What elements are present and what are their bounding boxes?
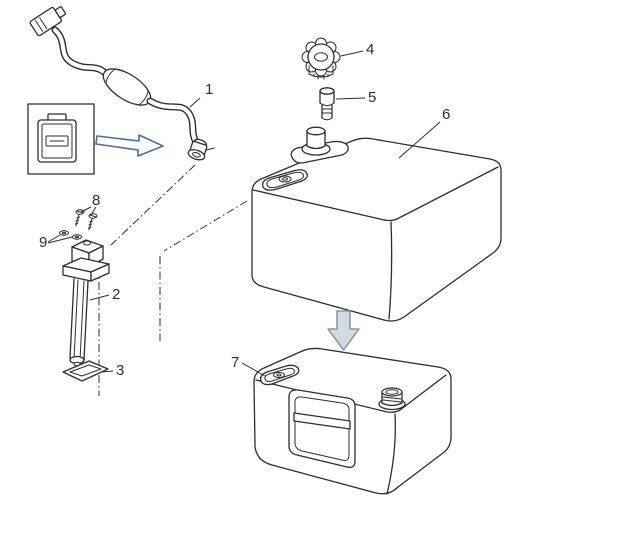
part-label-3: 3 xyxy=(116,362,124,379)
part-label-9: 9 xyxy=(39,234,47,251)
part-label-4: 4 xyxy=(366,41,374,58)
mounting-screws xyxy=(74,209,98,231)
cap-insert-fitting xyxy=(319,87,335,121)
handle-recess xyxy=(288,389,356,469)
leader-lines xyxy=(47,50,441,377)
fuel-tank-bottom-view xyxy=(253,347,452,495)
engine-connector-plug xyxy=(29,6,67,37)
washers xyxy=(59,230,82,240)
part-label-2: 2 xyxy=(112,286,120,303)
bottom-tank-recess xyxy=(259,364,300,386)
connector-detail-inset xyxy=(27,103,95,175)
fuel-pickup-assembly xyxy=(62,239,110,367)
fuel-line-assembly xyxy=(29,6,215,161)
part-label-8: 8 xyxy=(92,192,100,209)
part-label-5: 5 xyxy=(368,89,376,106)
part-labels: 1 2 3 4 5 6 7 8 9 xyxy=(39,41,450,379)
part-label-6: 6 xyxy=(442,106,450,123)
bottom-tank-filler-neck xyxy=(378,387,406,411)
detail-pointer-arrow xyxy=(95,134,164,157)
flow-down-arrow xyxy=(327,310,360,351)
fuel-tank-top-view xyxy=(251,126,502,322)
fuel-cap xyxy=(301,37,341,80)
part-label-7: 7 xyxy=(231,354,239,371)
filler-neck xyxy=(306,126,326,150)
primer-bulb xyxy=(102,68,152,106)
sender-mount-recess xyxy=(261,169,308,191)
gasket-plate xyxy=(62,360,109,382)
part-label-1: 1 xyxy=(205,81,213,98)
tank-quick-connector xyxy=(187,138,215,161)
